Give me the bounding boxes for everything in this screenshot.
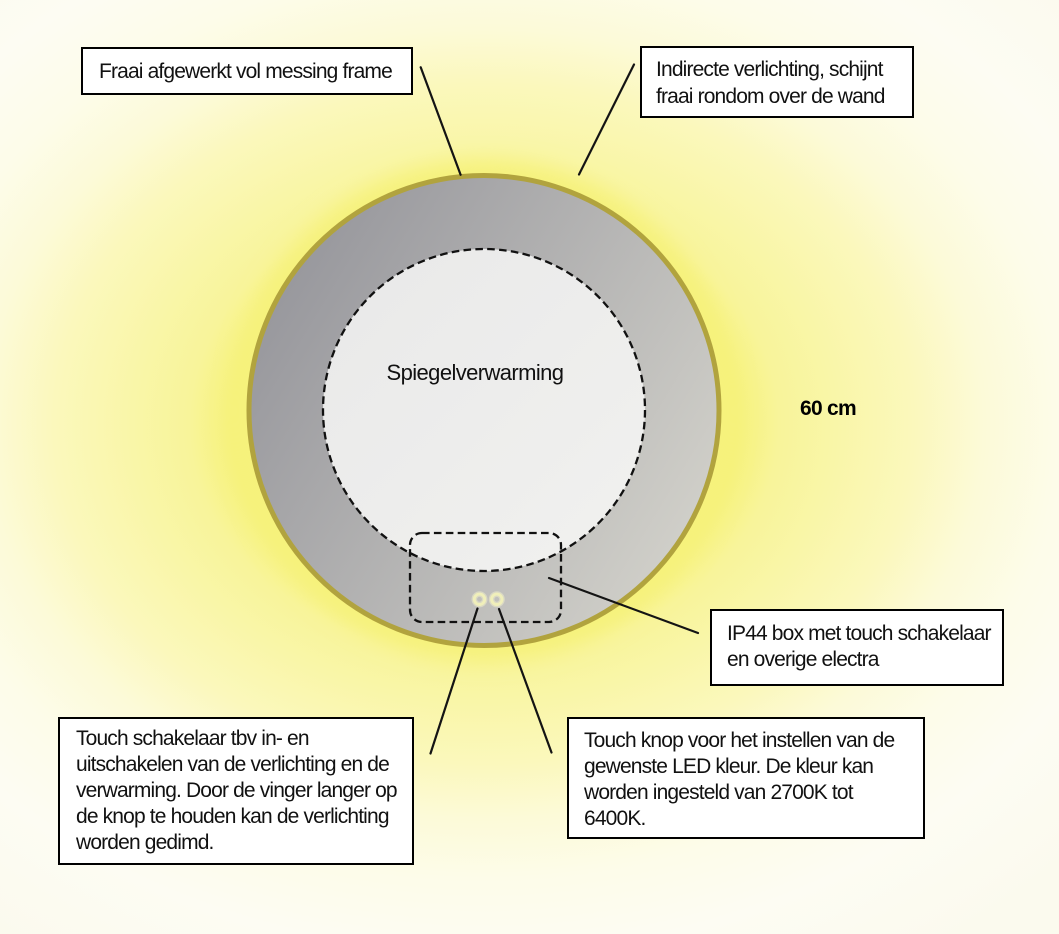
- svg-text:60 cm: 60 cm: [800, 397, 856, 420]
- svg-text:Spiegelverwarming: Spiegelverwarming: [387, 360, 564, 385]
